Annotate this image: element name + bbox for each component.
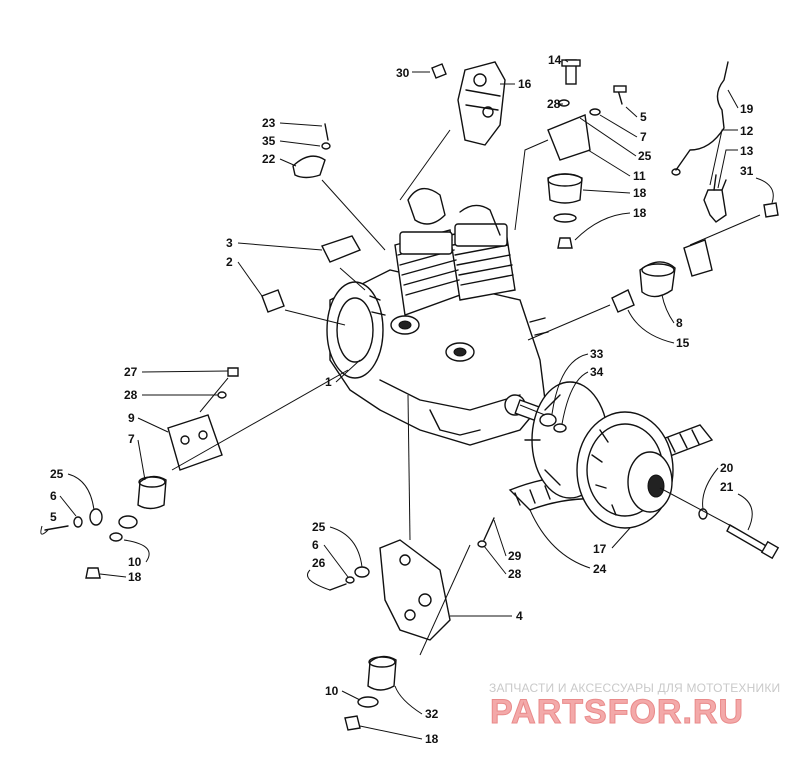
callout-12: 12	[740, 124, 754, 138]
callout-23: 23	[262, 116, 276, 130]
callout-25-top: 25	[638, 149, 652, 163]
callout-31: 31	[740, 164, 754, 178]
callout-9: 9	[128, 411, 135, 425]
watermark-tagline: ЗАПЧАСТИ И АКСЕССУАРЫ ДЛЯ МОТОТЕХНИКИ	[489, 681, 781, 695]
callout-2: 2	[226, 255, 233, 269]
callout-11: 11	[633, 169, 646, 183]
bottom-mount-assembly	[329, 517, 495, 731]
callout-17: 17	[593, 542, 607, 556]
watermark-brand: PARTSFOR.RU	[489, 693, 745, 732]
callout-35: 35	[262, 134, 276, 148]
callout-10-bottom: 10	[325, 684, 339, 698]
callout-21: 21	[720, 480, 734, 494]
upper-right-mount	[547, 59, 627, 249]
callout-32: 32	[425, 707, 439, 721]
callout-29: 29	[508, 549, 522, 563]
callout-25-bottom: 25	[312, 520, 326, 534]
callout-6-top: 7	[640, 130, 647, 144]
callout-5-top: 5	[640, 110, 647, 124]
callout-28-top: 28	[547, 97, 561, 111]
callout-8: 8	[676, 316, 683, 330]
callout-18-left: 18	[128, 570, 142, 584]
callout-13: 13	[740, 144, 754, 158]
callout-28-left: 28	[124, 388, 138, 402]
callout-34: 34	[590, 365, 604, 379]
callout-16: 16	[518, 77, 532, 91]
callout-18-bottom: 18	[425, 732, 439, 746]
callout-6-left: 6	[50, 489, 57, 503]
callout-7-top: 18	[633, 186, 647, 200]
callout-labels: 30 16 14 28 5 7 25 11 18 18 23 35 22 3 2…	[40, 53, 774, 746]
callout-24: 24	[593, 562, 607, 576]
callout-22: 22	[262, 152, 276, 166]
callout-28-bottom: 28	[508, 567, 522, 581]
callout-15: 15	[676, 336, 690, 350]
small-parts-left	[261, 123, 362, 313]
callout-27: 27	[124, 365, 138, 379]
callout-5-left: 5	[50, 510, 57, 524]
left-mount-assembly	[44, 367, 239, 579]
callout-25-left: 25	[50, 467, 64, 481]
callout-1: 1	[325, 375, 332, 389]
callout-30: 30	[396, 66, 410, 80]
callout-20: 20	[720, 461, 734, 475]
right-mount-assembly	[611, 61, 779, 313]
engine-assembly	[326, 187, 559, 446]
leader-lines	[171, 129, 761, 656]
callout-19: 19	[740, 102, 754, 116]
callout-10-left: 10	[128, 555, 142, 569]
callout-7-left: 7	[128, 432, 135, 446]
callout-4: 4	[516, 609, 523, 623]
callout-14: 14	[548, 53, 562, 67]
callout-26: 26	[312, 556, 326, 570]
callout-33: 33	[590, 347, 604, 361]
callout-6-bottom: 6	[312, 538, 319, 552]
callout-18-top: 18	[633, 206, 647, 220]
top-mount-plate	[431, 61, 506, 146]
callout-3: 3	[226, 236, 233, 250]
drive-clutch	[508, 381, 780, 560]
